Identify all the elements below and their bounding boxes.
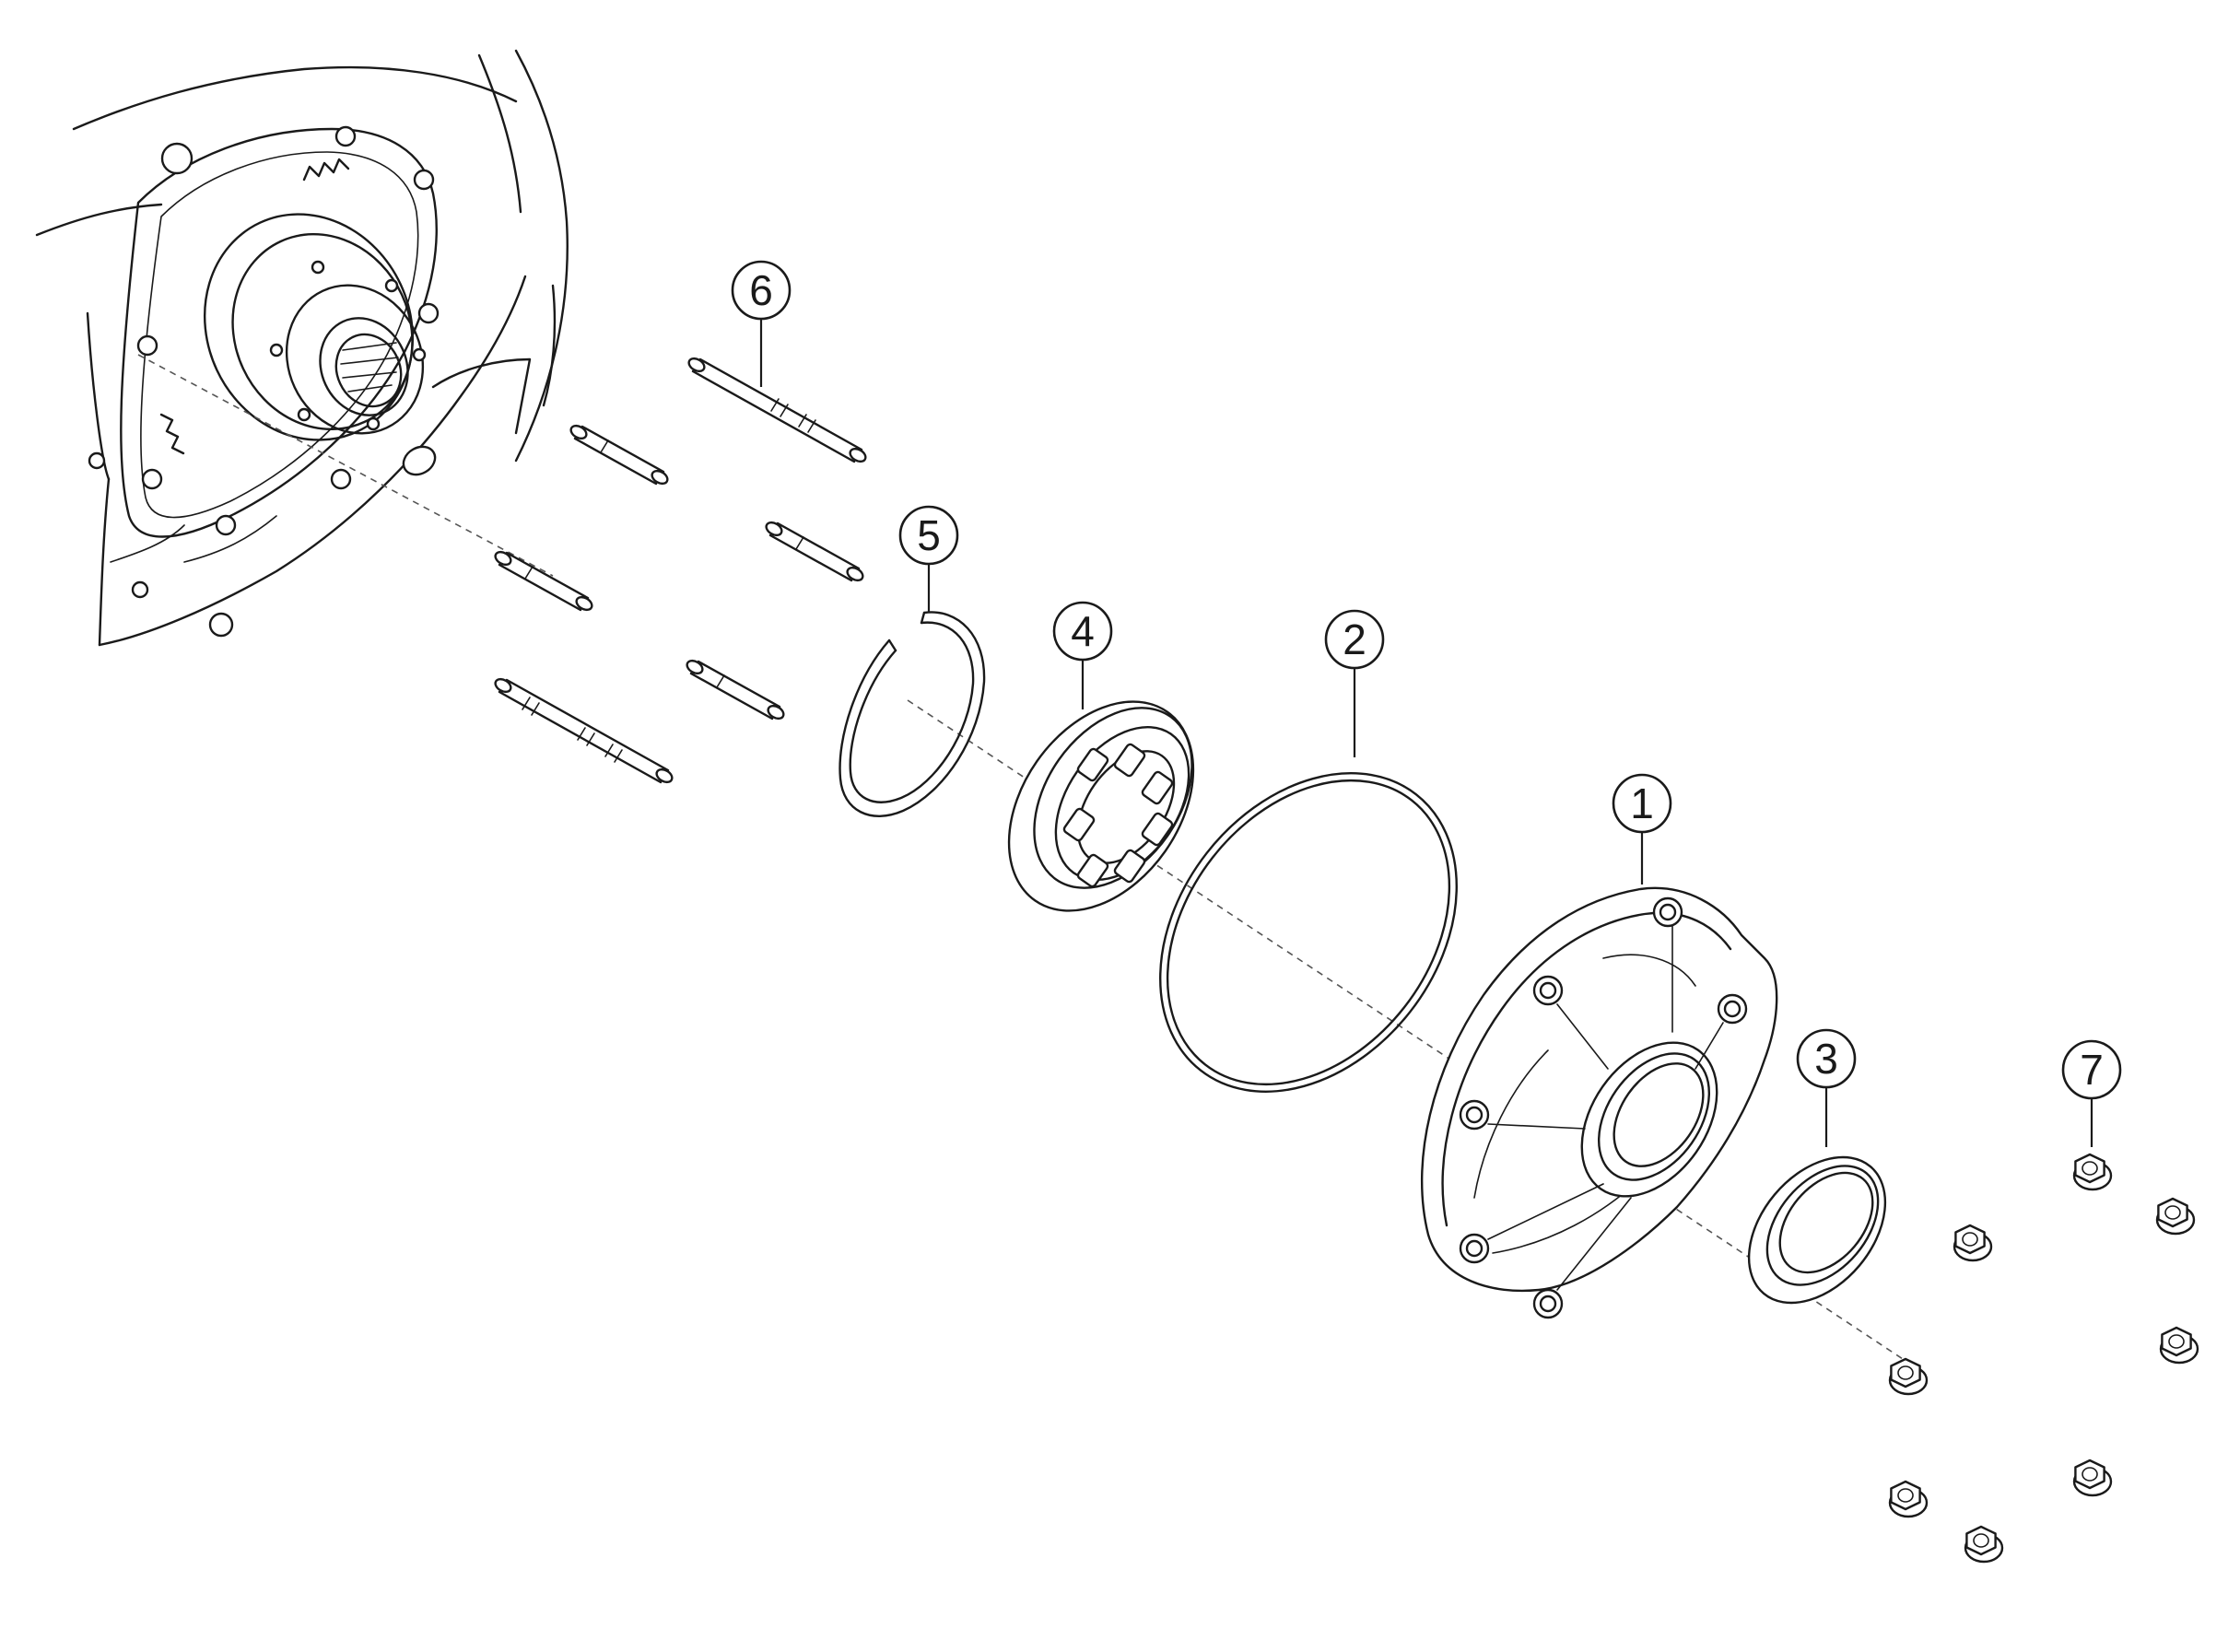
stud-short-1 bbox=[569, 424, 669, 486]
callout-label-4: 4 bbox=[1071, 607, 1095, 655]
stud-short-4 bbox=[686, 659, 785, 721]
callout-7: 7 bbox=[2061, 1039, 2122, 1147]
roller-bearing bbox=[1007, 700, 1195, 912]
o-ring bbox=[1159, 772, 1458, 1093]
stud-long-upper bbox=[687, 357, 867, 463]
transmission-housing bbox=[35, 49, 569, 647]
nut bbox=[2072, 1153, 2113, 1191]
nut bbox=[1888, 1357, 1929, 1396]
nut bbox=[1964, 1525, 2004, 1564]
callout-1: 1 bbox=[1612, 773, 1672, 885]
callout-label-1: 1 bbox=[1630, 779, 1654, 827]
cover-housing bbox=[1420, 886, 1778, 1319]
callout-label-2: 2 bbox=[1343, 615, 1366, 663]
callouts: 1 2 3 4 5 6 7 bbox=[731, 260, 2122, 1147]
stud-short-2 bbox=[765, 521, 864, 582]
callout-5: 5 bbox=[898, 505, 959, 613]
studs bbox=[494, 357, 867, 784]
callout-2: 2 bbox=[1324, 609, 1385, 757]
assembly-axis-lines bbox=[137, 354, 1904, 1360]
nut bbox=[1953, 1224, 1993, 1262]
callout-6: 6 bbox=[731, 260, 792, 387]
callout-3: 3 bbox=[1796, 1028, 1857, 1147]
callout-label-6: 6 bbox=[749, 266, 773, 314]
nut bbox=[2159, 1326, 2199, 1365]
nuts bbox=[1888, 1153, 2199, 1564]
stud-short-3 bbox=[494, 550, 593, 612]
callout-label-3: 3 bbox=[1814, 1035, 1838, 1083]
stud-long-lower bbox=[494, 677, 674, 784]
nut bbox=[1888, 1480, 1929, 1518]
callout-label-5: 5 bbox=[917, 511, 941, 559]
callout-4: 4 bbox=[1052, 601, 1113, 709]
nut bbox=[2072, 1459, 2113, 1497]
nut bbox=[2155, 1197, 2196, 1236]
oil-seal bbox=[1747, 1155, 1887, 1305]
circlip bbox=[839, 611, 986, 817]
callout-label-7: 7 bbox=[2080, 1046, 2104, 1094]
